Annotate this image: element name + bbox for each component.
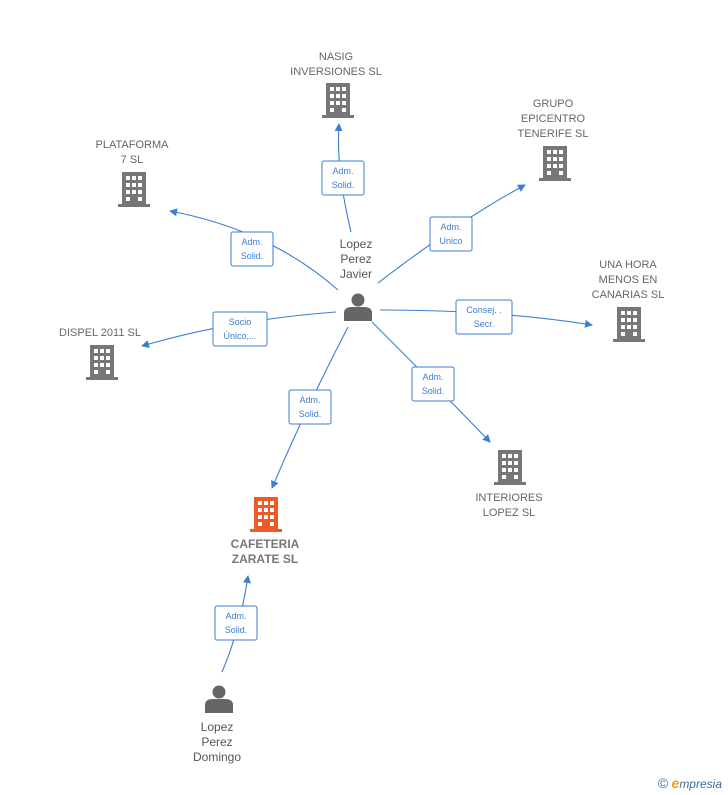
svg-text:INTERIORES: INTERIORES [475, 492, 542, 504]
svg-text:ZARATE SL: ZARATE SL [232, 552, 298, 566]
building-icon [494, 450, 526, 485]
node-grupo[interactable]: GRUPO EPICENTRO TENERIFE SL [518, 98, 589, 181]
svg-text:Adm.: Adm. [440, 222, 461, 232]
node-nasig[interactable]: NASIG INVERSIONES SL [290, 51, 382, 118]
svg-text:UNA HORA: UNA HORA [599, 259, 657, 271]
svg-text:DISPEL 2011 SL: DISPEL 2011 SL [59, 327, 141, 339]
svg-text:PLATAFORMA: PLATAFORMA [96, 139, 170, 151]
svg-text:Adm.: Adm. [299, 395, 320, 405]
edge-label-unahora[interactable]: Consej. . Secr. [455, 299, 513, 335]
svg-text:TENERIFE SL: TENERIFE SL [518, 128, 589, 140]
building-icon [86, 345, 118, 380]
brand-name: mpresia [679, 777, 722, 791]
person-icon [344, 293, 372, 321]
svg-text:CAFETERIA: CAFETERIA [231, 537, 300, 551]
edge-label-dispel[interactable]: Socio Único,... [212, 311, 268, 347]
svg-text:Perez: Perez [340, 252, 371, 266]
svg-text:GRUPO: GRUPO [533, 98, 574, 110]
person-icon [205, 685, 233, 713]
svg-text:Solid.: Solid. [422, 386, 445, 396]
svg-text:Socio: Socio [229, 317, 252, 327]
svg-text:Lopez: Lopez [201, 720, 234, 734]
edge-label-interiores[interactable]: Adm. Solid. [411, 366, 455, 402]
svg-text:Solid.: Solid. [241, 251, 264, 261]
building-icon [118, 172, 150, 207]
node-unahora[interactable]: UNA HORA MENOS EN CANARIAS SL [592, 259, 665, 342]
svg-text:Único,...: Único,... [223, 331, 256, 341]
svg-text:Secr.: Secr. [474, 319, 495, 329]
building-icon-main [250, 497, 282, 532]
edge-label-grupo[interactable]: Adm. Unico [429, 216, 473, 252]
edge-label-nasig[interactable]: Adm. Solid. [321, 160, 365, 196]
node-domingo[interactable]: Lopez Perez Domingo [193, 685, 241, 765]
copyright-icon: © [657, 775, 669, 791]
svg-text:Adm.: Adm. [422, 372, 443, 382]
svg-text:INVERSIONES SL: INVERSIONES SL [290, 66, 382, 78]
svg-text:Lopez: Lopez [340, 237, 373, 251]
svg-text:Solid.: Solid. [299, 409, 322, 419]
svg-text:Javier: Javier [340, 267, 372, 281]
node-javier[interactable]: Lopez Perez Javier [340, 237, 373, 321]
edge-labels: Adm. Solid. Adm. Unico Adm. Solid. Conse… [212, 160, 513, 641]
svg-text:Adm.: Adm. [241, 237, 262, 247]
node-interiores[interactable]: INTERIORES LOPEZ SL [475, 450, 543, 519]
svg-text:Adm.: Adm. [332, 166, 353, 176]
svg-text:7 SL: 7 SL [121, 154, 144, 166]
svg-text:MENOS EN: MENOS EN [599, 274, 658, 286]
building-icon [322, 83, 354, 118]
svg-text:Perez: Perez [201, 735, 232, 749]
node-plataforma[interactable]: PLATAFORMA 7 SL [96, 139, 170, 207]
svg-text:Consej. .: Consej. . [466, 305, 502, 315]
building-icon [539, 146, 571, 181]
svg-text:Adm.: Adm. [225, 611, 246, 621]
edge-label-domingo[interactable]: Adm. Solid. [214, 605, 258, 641]
svg-text:LOPEZ SL: LOPEZ SL [483, 507, 536, 519]
svg-text:CANARIAS SL: CANARIAS SL [592, 289, 665, 301]
edge-label-cafeteria[interactable]: Adm. Solid. [288, 389, 332, 425]
node-dispel[interactable]: DISPEL 2011 SL [59, 327, 141, 380]
svg-text:Unico: Unico [439, 236, 462, 246]
brand-e-letter: e [671, 775, 680, 791]
building-icon [613, 307, 645, 342]
svg-text:EPICENTRO: EPICENTRO [521, 113, 586, 125]
svg-text:NASIG: NASIG [319, 51, 353, 63]
empresia-brand[interactable]: © empresia [658, 775, 722, 791]
edges [141, 123, 593, 673]
svg-text:Solid.: Solid. [332, 180, 355, 190]
svg-text:Solid.: Solid. [225, 625, 248, 635]
edge-label-plataforma[interactable]: Adm. Solid. [230, 231, 274, 267]
node-cafeteria[interactable]: CAFETERIA ZARATE SL [231, 497, 300, 566]
svg-text:Domingo: Domingo [193, 750, 241, 764]
